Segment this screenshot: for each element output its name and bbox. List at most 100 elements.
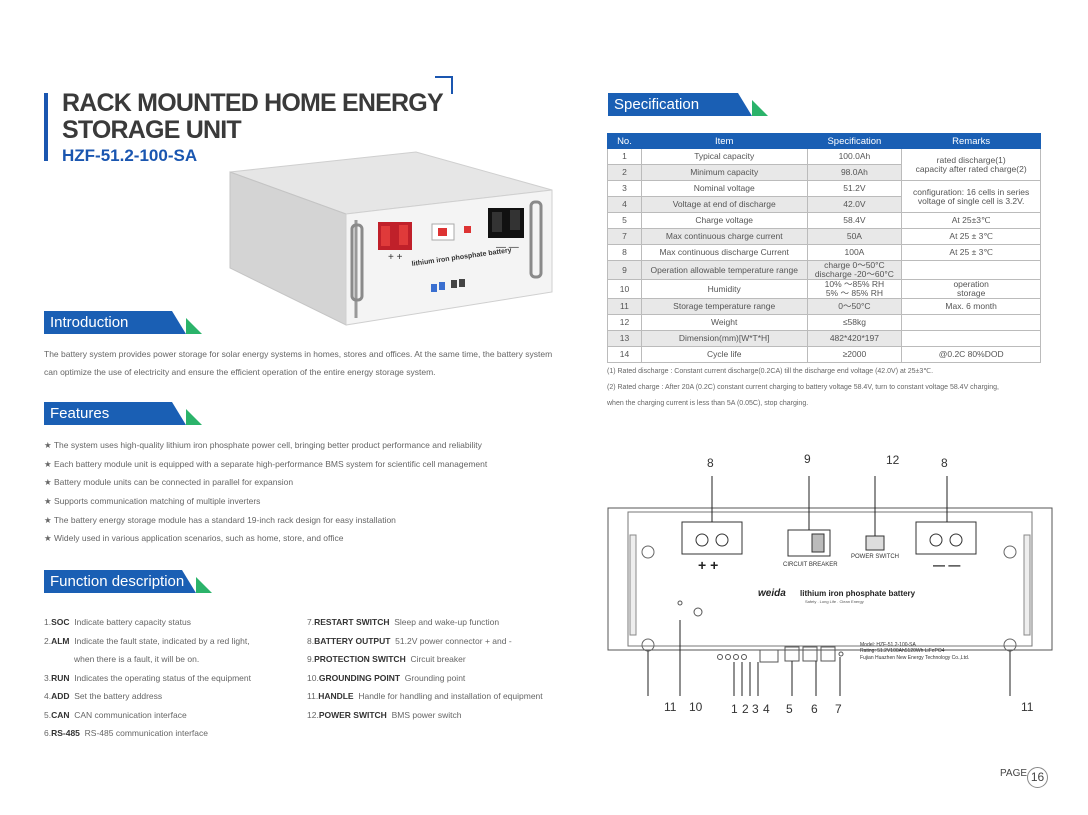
table-cell: At 25±3℃ [901,212,1041,229]
svg-text:— —: — — [496,242,519,253]
table-cell: 10% ～85% RH 5% ～ 85% RH [806,279,903,299]
table-cell: Storage temperature range [640,298,808,315]
table-cell: 100A [806,244,903,261]
table-cell: @0.2C 80%DOD [901,346,1041,363]
function-item-soc: 1.SOC Indicate battery capacity status [44,617,191,627]
table-cell: Nominal voltage [640,180,808,197]
function-item-can: 5.CAN CAN communication interface [44,710,187,720]
power-switch-label: POWER SWITCH [851,554,899,560]
function-item-output: 8.BATTERY OUTPUT 51.2V power connector +… [307,636,512,646]
positive-terminal-label: + + [698,557,718,573]
title-line-2: STORAGE UNIT [62,116,242,144]
table-cell: 0～50°C [806,298,903,315]
callout-11-right: 11 [1021,700,1034,714]
spec-note-1: (1) Rated discharge : Constant current d… [607,368,934,375]
features-heading: Features [44,402,202,425]
page-title: RACK MOUNTED HOME ENERGY STORAGE UNIT [62,90,444,144]
table-cell: Charge voltage [640,212,808,229]
table-cell: 98.0Ah [806,164,903,181]
callout-12: 12 [886,453,900,467]
table-cell: charge 0～50°C discharge -20～60°C [806,260,903,280]
function-item-rs485: 6.RS-485 RS-485 communication interface [44,728,208,738]
table-cell: 12 [607,314,642,331]
table-cell: Max. 6 month [901,298,1041,315]
spec-note-2: (2) Rated charge : After 20A (0.2C) cons… [607,384,999,391]
feature-item: ★ The battery energy storage module has … [44,515,396,525]
feature-item: ★ Each battery module unit is equipped w… [44,459,488,469]
callout-2: 2 [742,702,749,716]
introduction-line-2: can optimize the use of electricity and … [44,367,436,377]
table-cell: 5 [607,212,642,229]
diagram-model-line-3: Fujian Huazhen New Energy Technology Co.… [860,655,969,661]
diagram-slogan: Safety . Long Life . Clean Energy [805,599,864,604]
table-header-row: No. Item Specification Remarks [607,133,1041,149]
svg-text:+ +: + + [388,252,403,263]
table-cell: 50A [806,228,903,245]
introduction-line-1: The battery system provides power storag… [44,349,553,359]
function-item-protection: 9.PROTECTION SWITCH Circuit breaker [307,654,466,664]
table-cell: Weight [640,314,808,331]
table-cell: 2 [607,164,642,181]
table-cell: Dimension(mm)[W*T*H] [640,330,808,347]
feature-item: ★ Battery module units can be connected … [44,477,294,487]
table-cell: At 25 ± 3℃ [901,228,1041,245]
circuit-breaker-label: CIRCUIT BREAKER [783,562,838,568]
table-cell: At 25 ± 3℃ [901,244,1041,261]
feature-item: ★ Supports communication matching of mul… [44,496,261,506]
table-cell: 10 [607,279,642,299]
specification-heading: Specification [608,93,768,116]
table-cell: 13 [607,330,642,347]
table-cell: ≤58kg [806,314,903,331]
column-header: No. [607,133,642,149]
table-cell: Max continuous discharge Current [640,244,808,261]
table-cell: Humidity [640,279,808,299]
table-cell: 3 [607,180,642,197]
callout-4: 4 [763,702,770,716]
callout-8-left: 8 [707,456,714,470]
page-number: 16 [1027,767,1048,788]
feature-item: ★ The system uses high-quality lithium i… [44,440,482,450]
function-item-alm: 2.ALM Indicate the fault state, indicate… [44,636,250,646]
table-cell: Minimum capacity [640,164,808,181]
table-cell: configuration: 16 cells in series voltag… [901,180,1041,213]
feature-item: ★ Widely used in various application sce… [44,533,344,543]
function-item-alm-cont: when there is a fault, it will be on. [74,654,200,664]
table-cell: 4 [607,196,642,213]
table-cell: operation storage [901,279,1041,299]
callout-6: 6 [811,702,818,716]
front-panel-diagram: CIRCUIT BREAKER POWER SWITCH + + — — lit… [607,476,1053,696]
table-cell: Typical capacity [640,148,808,165]
table-cell: ≥2000 [806,346,903,363]
diagram-battery-label: lithium iron phosphate battery [800,589,916,598]
callout-11-left: 11 [664,700,677,714]
diagram-model-line-1: Model: HZF-51.2-100-SA [860,642,917,648]
callout-9: 9 [804,452,811,466]
table-cell: 100.0Ah [806,148,903,165]
column-header: Item [640,133,808,149]
function-item-grounding: 10.GROUNDING POINT Grounding point [307,673,466,683]
introduction-text: The battery system provides power storag… [44,345,552,381]
callout-10: 10 [689,700,703,714]
corner-decoration [435,76,453,94]
table-cell [901,314,1041,331]
callout-3: 3 [752,702,759,716]
callout-5: 5 [786,702,793,716]
table-cell: 14 [607,346,642,363]
table-cell: Voltage at end of discharge [640,196,808,213]
function-item-run: 3.RUN Indicates the operating status of … [44,673,251,683]
diagram-brand: weida [758,588,786,599]
table-cell [901,260,1041,280]
function-item-add: 4.ADD Set the battery address [44,691,163,701]
table-cell: Cycle life [640,346,808,363]
